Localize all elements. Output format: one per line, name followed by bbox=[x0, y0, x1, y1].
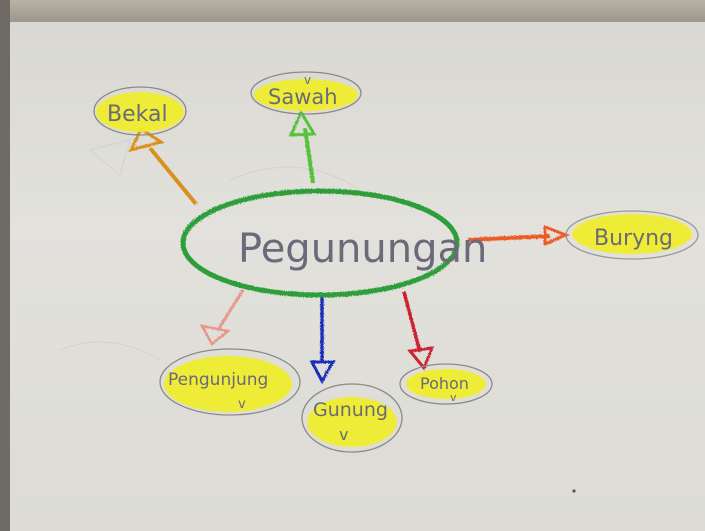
node-pohon: Pohon v bbox=[399, 363, 493, 405]
arrow-pohon bbox=[402, 291, 435, 371]
node-gunung: Gunung v bbox=[301, 383, 403, 453]
node-pohon-label: Pohon bbox=[420, 374, 469, 393]
photo-left-edge bbox=[0, 0, 10, 531]
faint-pencil-marks bbox=[59, 139, 361, 361]
node-sawah-label: Sawah bbox=[268, 85, 338, 109]
pencil-dot bbox=[572, 489, 576, 493]
center-label: Pegunungan bbox=[238, 226, 487, 272]
arrow-sawah bbox=[288, 108, 317, 184]
arrow-gunung bbox=[309, 296, 336, 385]
node-sawah: Sawah v bbox=[250, 71, 362, 115]
node-bekal: Bekal bbox=[93, 86, 187, 136]
photo-top-edge bbox=[0, 0, 705, 22]
node-gunung-check: v bbox=[339, 425, 348, 444]
center-node: Pegunungan bbox=[180, 188, 487, 298]
arrow-bekal bbox=[128, 126, 198, 206]
node-burung: Buryng bbox=[565, 210, 699, 260]
node-burung-label: Buryng bbox=[594, 226, 673, 251]
arrow-burung bbox=[467, 224, 570, 247]
node-pohon-check: v bbox=[450, 391, 457, 404]
node-pengunjung-label: Pengunjung bbox=[168, 370, 268, 390]
node-gunung-label: Gunung bbox=[313, 399, 388, 421]
node-pengunjung-check: v bbox=[238, 397, 246, 412]
node-pengunjung: Pengunjung v bbox=[159, 348, 301, 416]
node-bekal-label: Bekal bbox=[107, 102, 168, 127]
arrow-pengunjung bbox=[199, 289, 245, 346]
node-sawah-check: v bbox=[304, 73, 311, 87]
